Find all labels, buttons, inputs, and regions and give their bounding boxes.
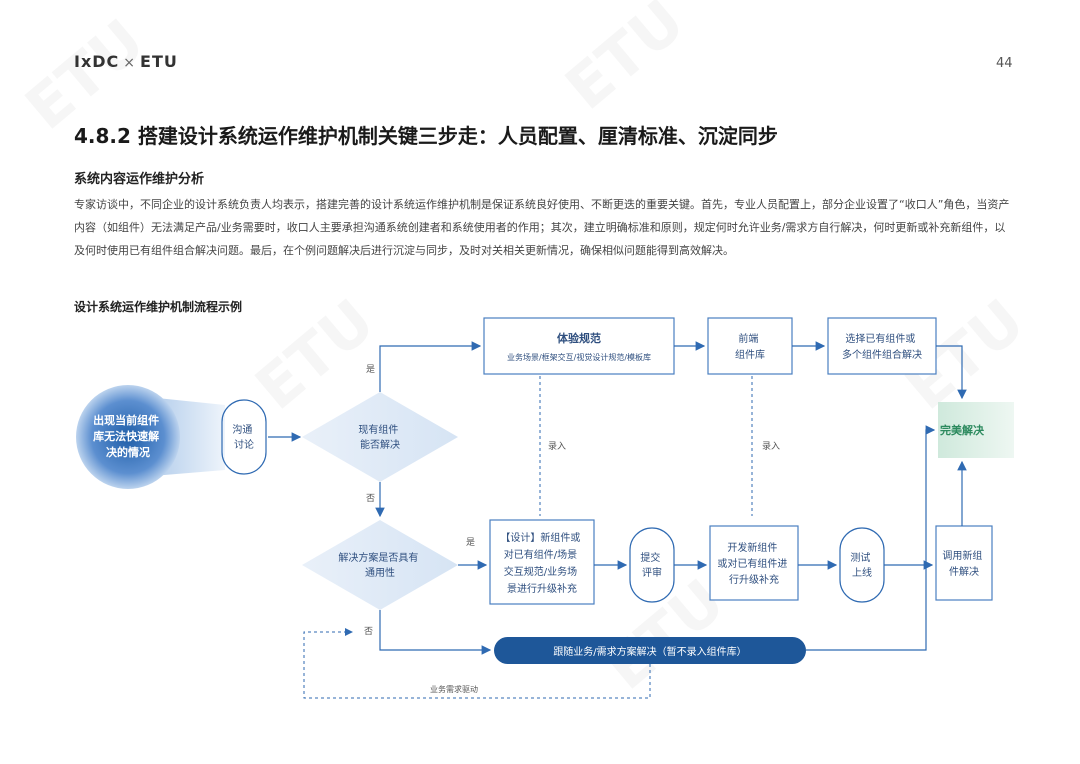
- call-new-text: 调用新组 件解决: [942, 549, 985, 578]
- design-box: [489, 519, 595, 605]
- follow-business-pill: [494, 637, 806, 664]
- design-text: 【设计】新组件或 对已有组件/场景 交互规范/业务场 景进行升级补充: [500, 531, 583, 595]
- frontend-text: 前端 组件库: [735, 332, 765, 361]
- start-text: 出现当前组件 库无法快速解 决的情况: [93, 413, 163, 459]
- brand-etu: ETU: [140, 52, 178, 71]
- ux-spec-title: 体验规范: [557, 331, 601, 345]
- dev-text: 开发新组件 或对已有组件进 行升级补充: [717, 541, 790, 586]
- brand-ixdc: IxDC: [74, 52, 120, 71]
- body-paragraph: 专家访谈中，不同企业的设计系统负责人均表示，搭建完善的设计系统运作维护机制是保证…: [74, 198, 1010, 257]
- feedback-label: 业务需求驱动: [430, 684, 478, 694]
- call-new-box: [935, 525, 993, 601]
- decision-generic-text: 解决方案是否具有 通用性: [338, 551, 421, 579]
- start-circle: [76, 385, 180, 489]
- label-yes-2: 是: [466, 537, 475, 548]
- label-enter-2: 录入: [762, 441, 780, 452]
- perfect-solve-text: 完美解决: [940, 423, 985, 437]
- label-no-2: 否: [364, 626, 373, 637]
- page-number: 44: [996, 56, 1013, 71]
- decision-existing-text: 现有组件 能否解决: [358, 423, 401, 451]
- label-enter-1: 录入: [548, 441, 566, 452]
- discuss-loop: [221, 399, 267, 475]
- frontend-box: [707, 317, 793, 375]
- figure-title: 设计系统运作维护机制流程示例: [74, 300, 243, 314]
- ux-spec-box: [483, 317, 675, 375]
- decision-generic: [302, 520, 458, 610]
- choose-existing-text: 选择已有组件或 多个组件组合解决: [842, 332, 922, 361]
- section-heading: 系统内容运作维护分析: [74, 172, 205, 187]
- discuss-text: 沟通 讨论: [232, 423, 255, 451]
- brand-logo: IxDC×ETU: [74, 52, 178, 71]
- ux-spec-sub: 业务场景/框架交互/视觉设计规范/模板库: [507, 352, 651, 362]
- submit-review-loop: [629, 527, 675, 603]
- label-yes: 是: [366, 364, 375, 375]
- dev-box: [709, 525, 799, 601]
- page-title: 4.8.2 搭建设计系统运作维护机制关键三步走：人员配置、厘清标准、沉淀同步: [74, 124, 778, 148]
- perfect-solve-box: [938, 402, 1014, 458]
- label-no-1: 否: [366, 493, 375, 504]
- test-online-loop: [839, 527, 885, 603]
- follow-business-text: 跟随业务/需求方案解决（暂不录入组件库）: [553, 645, 746, 658]
- choose-existing-box: [827, 317, 937, 375]
- brand-separator: ×: [123, 55, 137, 71]
- test-online-text: 测试 上线: [850, 551, 873, 579]
- decision-existing: [302, 392, 458, 482]
- submit-review-text: 提交 评审: [640, 551, 663, 579]
